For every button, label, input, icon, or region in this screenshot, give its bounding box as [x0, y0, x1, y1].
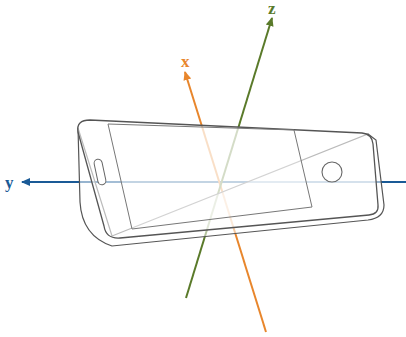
speaker-slot: [93, 158, 106, 185]
axis-label: y: [3, 174, 16, 191]
home-button: [322, 162, 342, 182]
axis-label: z: [266, 0, 278, 17]
phone-face: [78, 120, 378, 238]
phone-screen: [108, 124, 312, 229]
axis-label: x: [179, 53, 192, 70]
